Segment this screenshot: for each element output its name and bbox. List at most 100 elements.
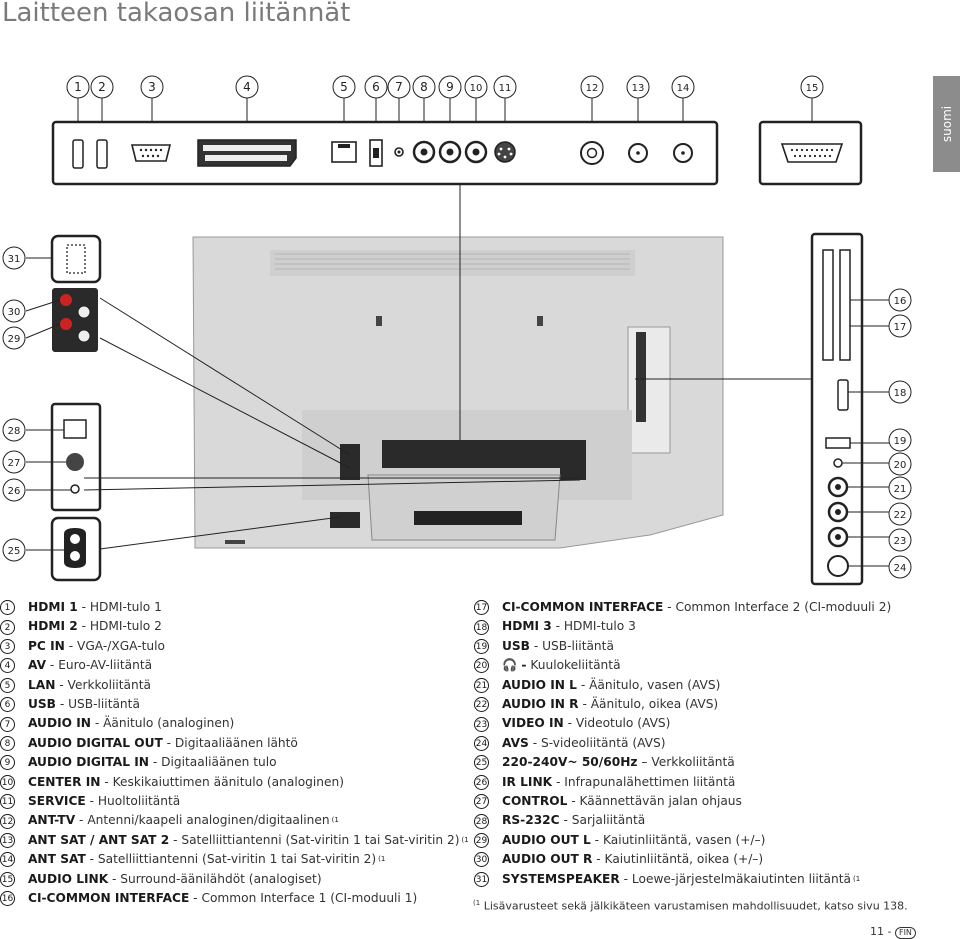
rca-jack-9 bbox=[438, 140, 462, 164]
top-connector-panel bbox=[51, 97, 863, 186]
legend-connector-name: AUDIO OUT R bbox=[502, 852, 593, 867]
legend-connector-name: AUDIO OUT L bbox=[502, 832, 591, 847]
legend-description: - Äänitulo, oikea (AVS) bbox=[578, 697, 719, 712]
vga-port bbox=[130, 144, 172, 162]
footnote-mark: (1 bbox=[473, 899, 481, 907]
legend-number: 2 bbox=[0, 619, 15, 635]
legend-connector-name: 220-240V~ 50/60Hz bbox=[502, 755, 638, 770]
legend-number: 24 bbox=[474, 736, 489, 752]
callout-circle bbox=[364, 75, 388, 99]
legend-connector-name: AUDIO IN L bbox=[502, 677, 577, 692]
footnote: (1 Lisävarusteet sekä jälkikäteen varust… bbox=[473, 899, 908, 913]
callout-circle bbox=[888, 380, 912, 404]
legend-number: 30 bbox=[474, 852, 489, 868]
legend-number: 1 bbox=[0, 600, 15, 616]
legend-connector-name: CENTER IN bbox=[28, 774, 101, 789]
legend-connector-name: USB bbox=[502, 638, 530, 653]
legend-description: – Verkkoliitäntä bbox=[637, 755, 735, 770]
legend-connector-name: PC IN bbox=[28, 638, 65, 653]
legend-connector-name: SYSTEMSPEAKER bbox=[502, 871, 620, 886]
callout-circle bbox=[888, 452, 912, 476]
legend-number: 27 bbox=[474, 794, 489, 810]
legend-connector-name: AUDIO IN bbox=[28, 716, 91, 731]
legend-description: - Surround-äänilähdöt (analogiset) bbox=[108, 871, 322, 886]
legend-description: - Loewe-järjestelmäkaiutinten liitäntä bbox=[619, 871, 851, 886]
footnote-text: Lisävarusteet sekä jälkikäteen varustami… bbox=[483, 899, 908, 913]
legend-connector-name: HDMI 2 bbox=[28, 619, 78, 634]
legend-description: - Antenni/kaapeli analoginen/digitaaline… bbox=[75, 813, 330, 828]
legend-number: 16 bbox=[0, 891, 15, 907]
callout-circle bbox=[626, 75, 650, 99]
legend-number: 11 bbox=[0, 794, 15, 810]
callout-circle bbox=[332, 75, 356, 99]
audio-in-jack bbox=[394, 147, 404, 157]
ant-sat-port bbox=[673, 143, 693, 163]
callout-number: 7 bbox=[395, 80, 403, 94]
callout-number: 24 bbox=[894, 563, 907, 574]
legend-number: 17 bbox=[474, 600, 489, 616]
legend-connector-name: AV bbox=[28, 658, 47, 673]
legend-connector-name: AVS bbox=[502, 735, 529, 750]
legend-connector-name: AUDIO DIGITAL IN bbox=[28, 755, 149, 770]
callout-number: 19 bbox=[894, 436, 907, 447]
callout-number: 8 bbox=[420, 80, 428, 94]
callout-number: 27 bbox=[8, 458, 21, 469]
legend-note: (1 bbox=[461, 835, 469, 844]
legend-description: - Keskikaiuttimen äänitulo (analoginen) bbox=[100, 774, 344, 789]
hdmi-1-port bbox=[72, 139, 84, 169]
legend-description: - S-videoliitäntä (AVS) bbox=[528, 735, 666, 750]
legend-connector-name: ANT SAT / ANT SAT 2 bbox=[28, 832, 170, 847]
callout-number: 21 bbox=[894, 484, 907, 495]
callout-number: 2 bbox=[98, 80, 106, 94]
legend-description: - Videotulo (AVS) bbox=[563, 716, 671, 731]
legend-description: - USB-liitäntä bbox=[529, 638, 614, 653]
legend-connector-name: RS-232C bbox=[502, 813, 560, 828]
callout-circle bbox=[2, 418, 26, 442]
callout-number: 23 bbox=[894, 536, 907, 547]
callout-circle bbox=[888, 528, 912, 552]
legend-description: - HDMI-tulo 2 bbox=[77, 619, 162, 634]
callout-number: 6 bbox=[372, 80, 380, 94]
lan-port bbox=[331, 141, 357, 163]
service-port bbox=[494, 141, 516, 163]
callout-number: 12 bbox=[586, 83, 599, 94]
callout-circle bbox=[671, 75, 695, 99]
legend-connector-name: HDMI 3 bbox=[502, 619, 552, 634]
page-number: 11 - FIN bbox=[870, 925, 916, 939]
left-connector-panels bbox=[50, 234, 102, 582]
legend-description: - Satelliittiantenni (Sat-viritin 1 tai … bbox=[85, 852, 377, 867]
legend-note: (1 bbox=[853, 874, 861, 883]
legend-note: (1 bbox=[378, 855, 386, 864]
callout-number: 10 bbox=[470, 83, 483, 94]
callout-number: 13 bbox=[632, 83, 645, 94]
legend-connector-name: 🎧 - bbox=[502, 658, 527, 673]
legend-connector-name: AUDIO DIGITAL OUT bbox=[28, 735, 163, 750]
callout-circle bbox=[387, 75, 411, 99]
legend-number: 31 bbox=[474, 871, 489, 887]
language-tab[interactable]: suomi bbox=[933, 76, 960, 172]
callout-number: 18 bbox=[894, 388, 907, 399]
callout-circle bbox=[2, 246, 26, 270]
callout-circle bbox=[493, 75, 517, 99]
callout-number: 22 bbox=[894, 510, 907, 521]
legend-description: - Infrapunalähettimen liitäntä bbox=[552, 774, 736, 789]
callout-circle bbox=[888, 288, 912, 312]
legend-number: 29 bbox=[474, 833, 489, 849]
legend-connector-name: CI-COMMON INTERFACE bbox=[502, 600, 664, 614]
